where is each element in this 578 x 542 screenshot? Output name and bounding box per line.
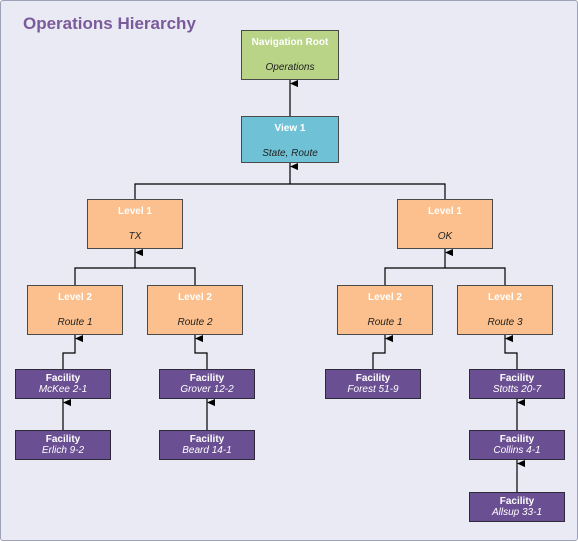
node-level2-tx-route2: Level 2 Route 2 bbox=[147, 285, 243, 335]
node-value: Stotts 20-7 bbox=[492, 384, 542, 395]
node-value: Route 3 bbox=[487, 317, 523, 328]
node-label: Facility bbox=[355, 373, 391, 384]
node-facility-allsup: Facility Allsup 33-1 bbox=[469, 492, 565, 522]
node-facility-collins: Facility Collins 4-1 bbox=[469, 430, 565, 460]
node-label: Level 2 bbox=[178, 292, 212, 303]
node-level2-ok-route3: Level 2 Route 3 bbox=[457, 285, 553, 335]
edge-txroutes-tx bbox=[74, 267, 196, 285]
edge-mckee-route1 bbox=[62, 335, 83, 369]
node-view-1: View 1 State, Route bbox=[241, 116, 339, 163]
node-value: Beard 14-1 bbox=[182, 445, 232, 456]
node-label: Facility bbox=[189, 373, 225, 384]
node-label: View 1 bbox=[274, 123, 306, 134]
edge-tx-view bbox=[134, 183, 446, 199]
node-label: Facility bbox=[499, 496, 535, 507]
node-level1-ok: Level 1 OK bbox=[397, 199, 493, 249]
node-label: Facility bbox=[45, 373, 81, 384]
node-facility-erlich: Facility Erlich 9-2 bbox=[15, 430, 111, 460]
node-value: Route 1 bbox=[57, 317, 93, 328]
edge-grover-route2 bbox=[194, 335, 208, 369]
node-level2-ok-route1: Level 2 Route 1 bbox=[337, 285, 433, 335]
edge-stotts-route3 bbox=[504, 335, 518, 369]
edge-okroutes-ok bbox=[384, 267, 506, 285]
node-label: Facility bbox=[45, 434, 81, 445]
diagram-title: Operations Hierarchy bbox=[23, 14, 196, 33]
node-label: Level 1 bbox=[118, 206, 152, 217]
node-label: Facility bbox=[189, 434, 225, 445]
node-facility-forest: Facility Forest 51-9 bbox=[325, 369, 421, 399]
node-value: Operations bbox=[265, 62, 315, 73]
node-level2-tx-route1: Level 2 Route 1 bbox=[27, 285, 123, 335]
node-facility-stotts: Facility Stotts 20-7 bbox=[469, 369, 565, 399]
node-facility-beard: Facility Beard 14-1 bbox=[159, 430, 255, 460]
node-value: Erlich 9-2 bbox=[41, 445, 85, 456]
node-label: Facility bbox=[499, 434, 535, 445]
node-value: Forest 51-9 bbox=[347, 384, 399, 395]
node-level1-tx: Level 1 TX bbox=[87, 199, 183, 249]
node-facility-grover: Facility Grover 12-2 bbox=[159, 369, 255, 399]
node-value: Route 2 bbox=[177, 317, 213, 328]
node-label: Level 2 bbox=[368, 292, 402, 303]
node-facility-mckee: Facility McKee 2-1 bbox=[15, 369, 111, 399]
node-value: Allsup 33-1 bbox=[491, 507, 543, 518]
node-label: Navigation Root bbox=[251, 37, 329, 48]
node-label: Level 1 bbox=[428, 206, 462, 217]
node-value: TX bbox=[128, 231, 142, 242]
node-value: Collins 4-1 bbox=[493, 445, 541, 456]
node-value: Route 1 bbox=[367, 317, 403, 328]
node-value: McKee 2-1 bbox=[38, 384, 88, 395]
node-label: Level 2 bbox=[58, 292, 92, 303]
node-navigation-root: Navigation Root Operations bbox=[241, 30, 339, 80]
node-value: OK bbox=[437, 231, 453, 242]
node-value: Grover 12-2 bbox=[180, 384, 234, 395]
node-label: Level 2 bbox=[488, 292, 522, 303]
edge-forest-okroute1 bbox=[372, 335, 393, 369]
node-label: Facility bbox=[499, 373, 535, 384]
node-value: State, Route bbox=[262, 148, 318, 159]
